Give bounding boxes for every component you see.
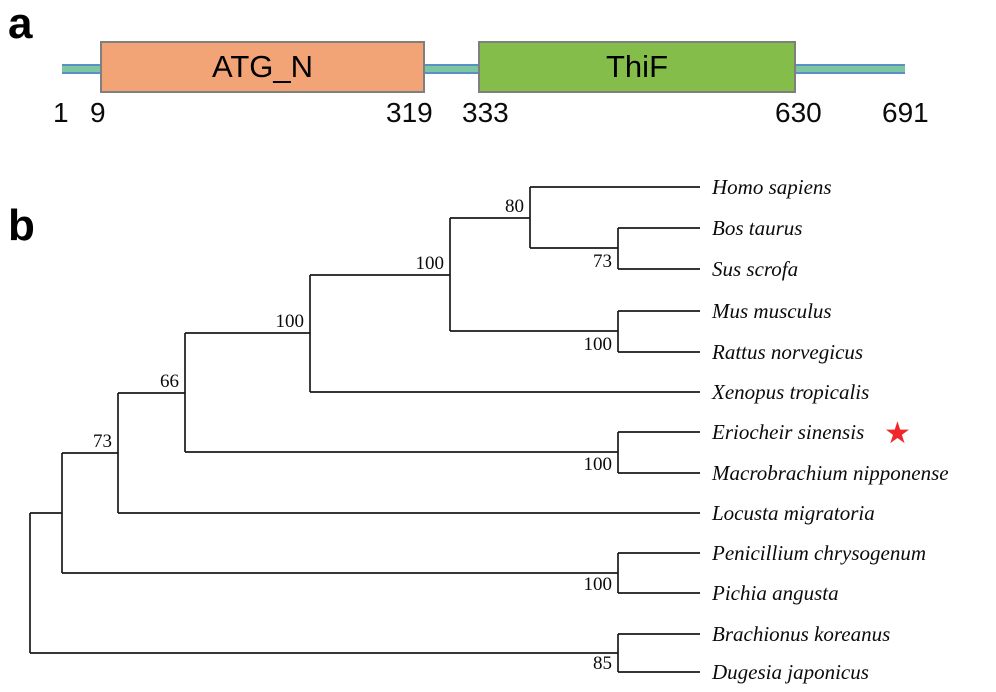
bootstrap-value-73: 73 [93,431,112,452]
tree-tip-penicillium-chrysogenum: Penicillium chrysogenum [711,541,926,565]
tree-tip-bos-taurus: Bos taurus [712,216,802,240]
tree-tip-pichia-angusta: Pichia angusta [711,581,839,605]
bootstrap-value-100-fungi: 100 [584,574,613,595]
domain-box-thif: ThiF [478,41,796,93]
bootstrap-value-73-bos-sus: 73 [593,251,612,272]
bootstrap-value-100-mus-rattus: 100 [584,334,613,355]
bootstrap-value-80-primates: 80 [505,196,524,217]
domain-label-thif: ThiF [606,49,668,84]
tree-tip-sus-scrofa: Sus scrofa [712,257,798,281]
tree-tip-brachionus-koreanus: Brachionus koreanus [712,622,890,646]
tree-tip-macrobrachium-nipponense: Macrobrachium nipponense [711,461,949,485]
tree-branch-lines [29,186,700,673]
position-label-1: 1 [53,97,69,128]
tree-tip-eriocheir-sinensis: Eriocheir sinensis [711,420,864,444]
tree-tip-homo-sapiens: Homo sapiens [711,175,832,199]
bootstrap-value-100-crustaceans: 100 [584,454,613,475]
position-label-319: 319 [386,97,433,128]
domain-label-atg-n: ATG_N [211,49,314,84]
tree-tip-mus-musculus: Mus musculus [711,299,832,323]
bootstrap-value-100-mammals: 100 [416,253,445,274]
position-label-333: 333 [462,97,509,128]
tree-tip-xenopus-tropicalis: Xenopus tropicalis [711,380,869,404]
position-label-691: 691 [882,97,929,128]
tree-tip-rattus-norvegicus: Rattus norvegicus [711,340,863,364]
position-label-630: 630 [775,97,822,128]
bootstrap-value-85: 85 [593,653,612,674]
tree-tip-locusta-migratoria: Locusta migratoria [711,501,875,525]
domain-box-atg-n: ATG_N [100,41,425,93]
position-label-9: 9 [90,97,106,128]
panel-a-label: a [8,0,33,48]
panel-b-label: b [8,201,35,250]
eriocheir-star-icon: ★ [884,417,911,450]
bootstrap-value-100-vertebrates: 100 [276,311,305,332]
bootstrap-value-66: 66 [160,371,179,392]
tree-tip-dugesia-japonicus: Dugesia japonicus [711,660,869,684]
